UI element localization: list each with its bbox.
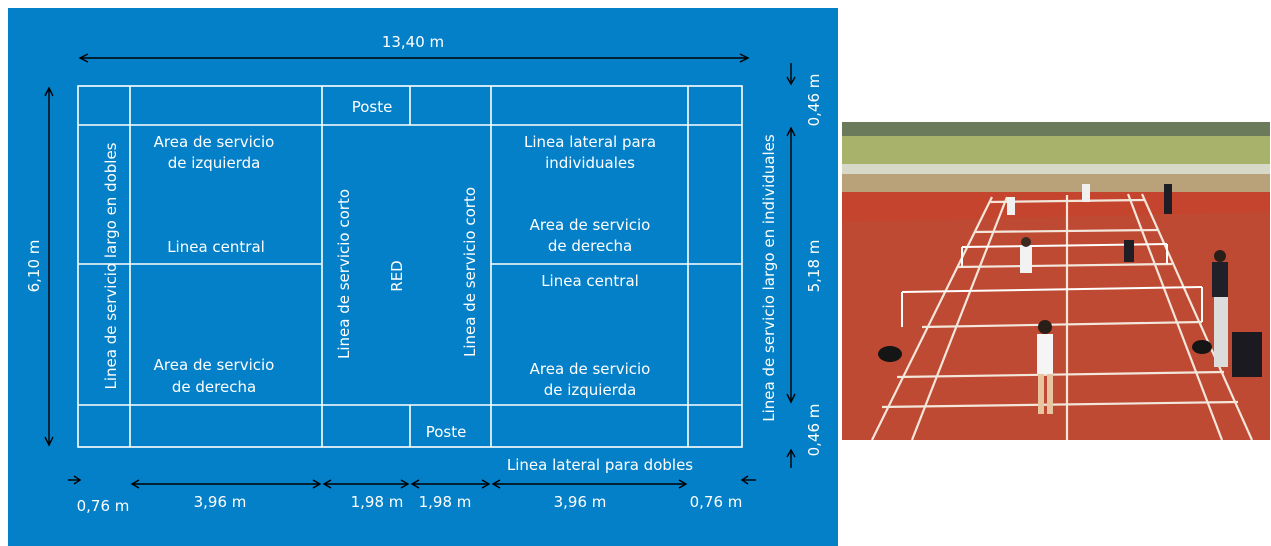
photo-court-lines [871,193,1254,441]
total-width-dimension [44,86,54,447]
right-bottom-service-area-line1: Area de servicio [530,360,651,378]
right-top-service-area-line2: de derecha [548,237,632,255]
court-diagram: 13,40 m 6,10 m 0,46 m 5,18 m 0,46 m [8,8,838,546]
court-diagram-background [8,8,838,546]
left-top-service-area-line1: Area de servicio [154,133,275,151]
back-service-right-label: 3,96 m [554,493,607,511]
left-center-line-label: Linea central [167,238,265,256]
singles-sideline-label-line1: Linea lateral para [524,133,656,151]
net-label: RED [388,260,406,291]
left-top-service-area-line2: de izquierda [168,154,261,172]
doubles-sideline-label: Linea lateral para dobles [507,456,693,474]
badminton-match-photo [842,122,1270,441]
singles-sideline-label-line2: individuales [545,154,635,172]
court-lines [77,85,743,448]
photo-officials [878,184,1262,377]
court-floor-shade [842,212,1270,440]
side-alley-bottom-label: 0,46 m [805,404,823,457]
stands-seats [842,136,1270,164]
photo-players [1007,184,1090,414]
total-length-dimension [78,53,750,63]
long-service-doubles-label: Linea de servicio largo en dobles [102,142,120,389]
right-bottom-service-area-line2: de izquierda [544,381,637,399]
total-length-label: 13,40 m [382,33,444,51]
left-bottom-service-area-line2: de derecha [172,378,256,396]
short-service-left-label: Linea de servicio corto [335,189,353,359]
front-right-label: 1,98 m [419,493,472,511]
back-alley-left-label: 0,76 m [77,497,130,515]
back-alley-right-label: 0,76 m [690,493,743,511]
post-bottom-label: Poste [426,423,467,441]
side-alley-top-label: 0,46 m [805,74,823,127]
singles-width-label: 5,18 m [805,240,823,293]
back-service-left-label: 3,96 m [194,493,247,511]
total-width-label: 6,10 m [25,240,43,293]
front-left-label: 1,98 m [351,493,404,511]
left-bottom-service-area-line1: Area de servicio [154,356,275,374]
stands-barrier [842,164,1270,174]
bottom-dimension-arrows [68,475,756,489]
right-center-line-label: Linea central [541,272,639,290]
right-top-service-area-line1: Area de servicio [530,216,651,234]
stands-upper [842,122,1270,136]
long-service-singles-label: Linea de servicio largo en individuales [760,134,778,422]
post-top-label: Poste [352,98,393,116]
side-alley-arrows [786,63,796,468]
short-service-right-label: Linea de servicio corto [461,187,479,357]
